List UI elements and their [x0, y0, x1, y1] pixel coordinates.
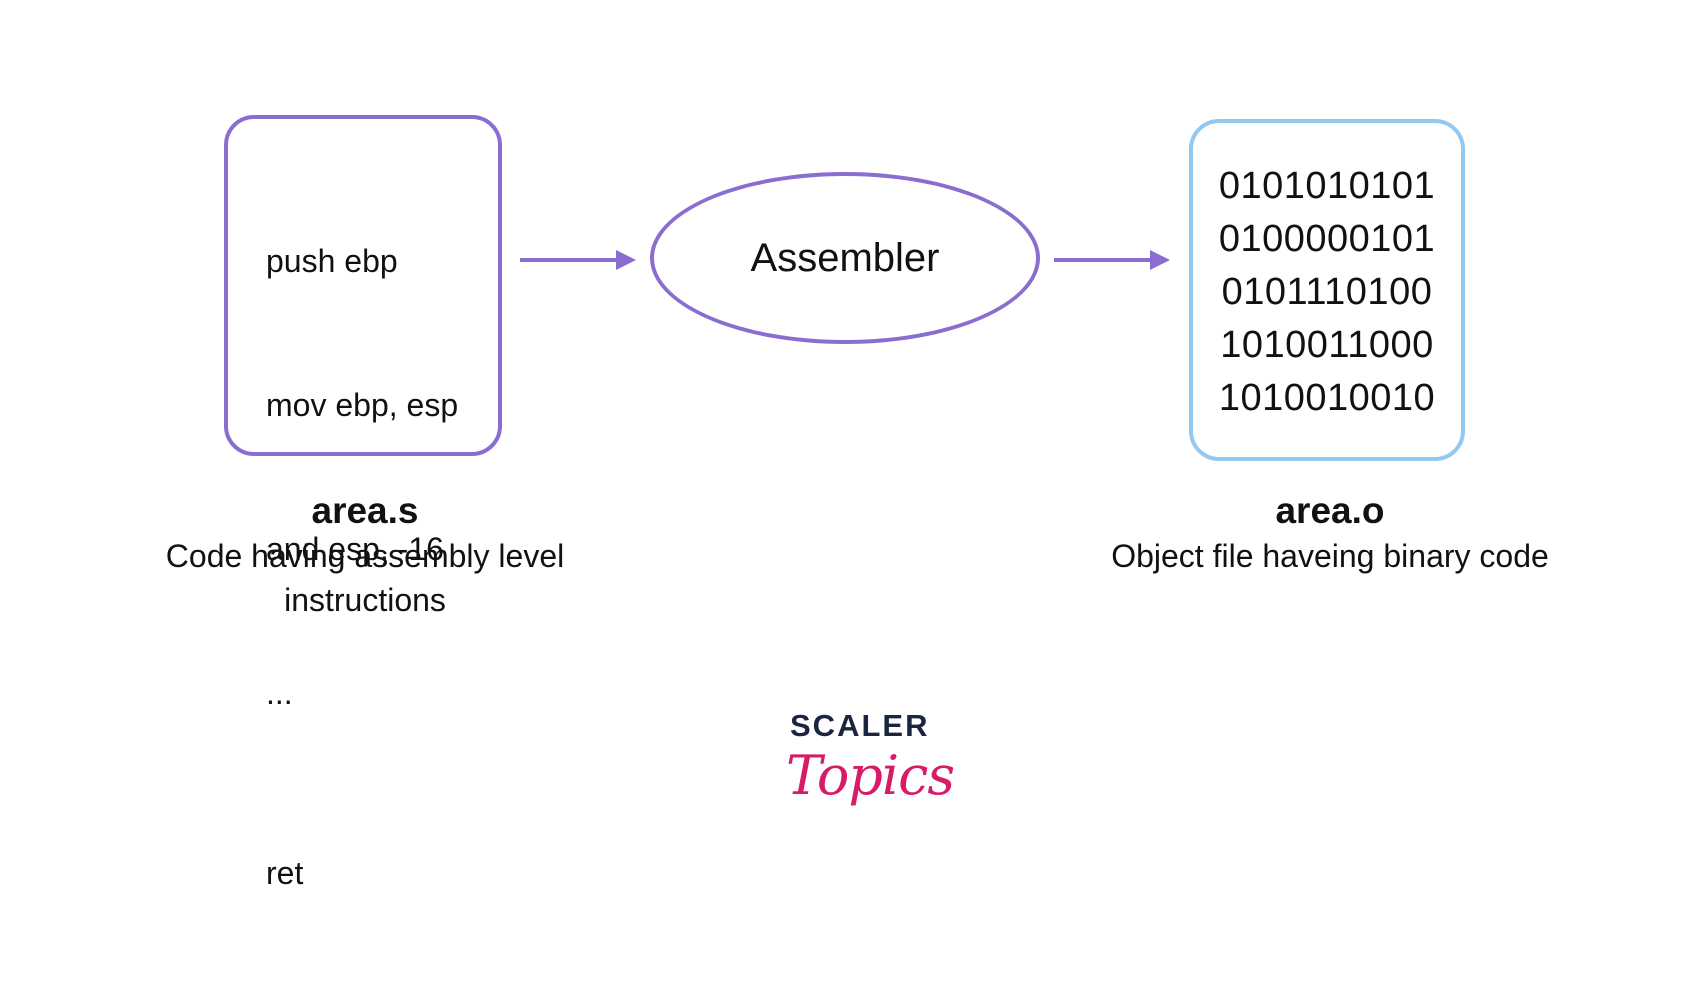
assembler-label: Assembler — [750, 235, 940, 280]
object-file-box: 0101010101 0100000101 0101110100 1010011… — [1189, 119, 1465, 461]
binary-line: 0101110100 — [1221, 271, 1433, 313]
source-file-caption: area.s Code having assembly level instru… — [140, 488, 590, 622]
binary-line: 1010010010 — [1218, 377, 1436, 419]
binary-code: 0101010101 0100000101 0101110100 1010011… — [1193, 160, 1461, 425]
logo-brand-text: SCALER — [790, 708, 930, 743]
assembly-code: push ebp mov ebp, esp and esp, -16 ... r… — [266, 141, 458, 993]
object-file-description: Object file haveing binary code — [1111, 538, 1549, 574]
arrow-to-assembler — [520, 250, 636, 270]
object-file-name: area.o — [1275, 490, 1385, 531]
code-line: ... — [266, 675, 293, 711]
assembly-source-box: push ebp mov ebp, esp and esp, -16 ... r… — [224, 115, 502, 891]
arrow-to-object-file — [1054, 250, 1170, 270]
code-line: ret — [266, 855, 304, 891]
binary-line: 1010011000 — [1220, 324, 1434, 366]
code-line: mov ebp, esp — [266, 387, 459, 423]
binary-line: 0101010101 — [1218, 165, 1436, 207]
source-file-name: area.s — [311, 490, 419, 531]
binary-line: 0100000101 — [1218, 218, 1436, 260]
scaler-topics-logo: SCALER Topics — [780, 700, 955, 840]
object-file-caption: area.o Object file haveing binary code — [1080, 488, 1580, 578]
assembler-node: Assembler — [650, 172, 1040, 344]
code-line: push ebp — [266, 243, 398, 279]
code-line: and esp, -16 — [266, 531, 444, 567]
source-file-description: Code having assembly level instructions — [165, 538, 565, 618]
logo-sub-text: Topics — [786, 744, 955, 807]
